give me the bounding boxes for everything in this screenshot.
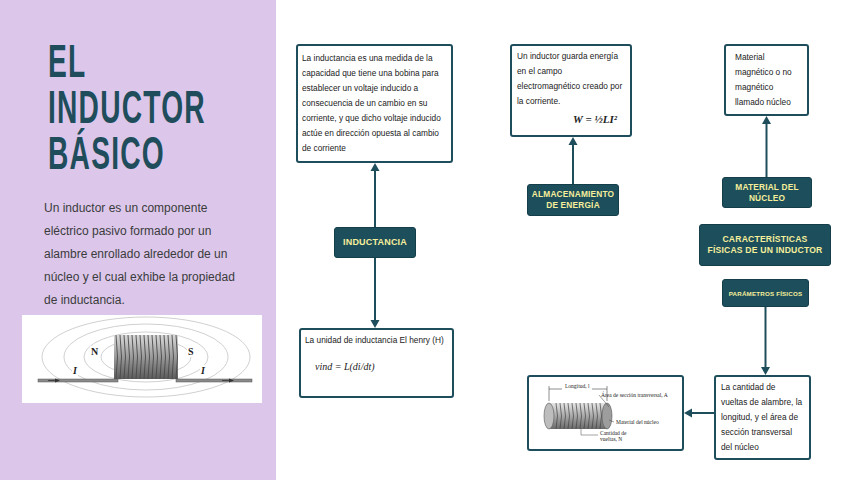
topic-box: MATERIAL DEL NÚCLEO: [722, 177, 812, 208]
box-text: ALMACENAMIENTO DE ENERGÍA: [532, 189, 614, 211]
arrow-head: [761, 367, 770, 375]
unit-box: La unidad de inductancia El henry (H) vin…: [299, 328, 454, 398]
box-text: La cantidad de vueltas de alambre, la lo…: [721, 380, 804, 455]
box-text: La unidad de inductancia El henry (H): [305, 333, 448, 348]
current-label: I: [72, 365, 78, 376]
topic-box: INDUCTANCIA: [334, 227, 416, 258]
connector-arrow: [371, 258, 380, 328]
pole-label: N: [90, 346, 99, 357]
connector-line: [572, 144, 574, 184]
side-panel: [0, 0, 276, 480]
arrow-head: [569, 137, 578, 145]
energy-box: Un inductor guarda energía en el campo e…: [510, 44, 632, 137]
connector-arrow: [762, 116, 771, 177]
formula-text: W = ½LI²: [517, 112, 617, 126]
box-text: INDUCTANCIA: [343, 237, 407, 248]
main-topic-box: CARACTERÍSTICAS FÍSICAS DE UN INDUCTOR: [699, 224, 831, 266]
core-box: Material magnético o no magnético llamad…: [724, 44, 809, 116]
connector-arrow: [569, 137, 578, 184]
figure-label: Área de sección transversal, A: [601, 392, 683, 398]
connector-line: [374, 258, 376, 321]
arrow-head: [762, 116, 771, 124]
box-text: La inductancia es una medida de la capac…: [302, 51, 445, 156]
arrow-head: [371, 163, 380, 171]
arrow-head: [371, 320, 380, 328]
connector-arrow: [371, 163, 380, 227]
pole-label: S: [187, 346, 195, 357]
description-text: Un inductor es un componente eléctrico p…: [44, 197, 249, 312]
parameters-box: La cantidad de vueltas de alambre, la lo…: [714, 375, 811, 460]
connector-line: [766, 123, 768, 177]
core-figure-box: Longitud, l Área de sección transversal, …: [527, 375, 684, 451]
box-text: Un inductor guarda energía en el campo e…: [517, 49, 625, 109]
inductor-illustration: [0, 0, 276, 480]
formula-text: vind = L(di/dt): [315, 360, 448, 374]
figure-label: Longitud, l: [565, 383, 605, 389]
figure-label: Cantidad de vueltas, N: [600, 430, 636, 442]
arrow-head: [684, 409, 692, 418]
connector-arrow: [761, 307, 770, 375]
subtopic-box: PARÁMETROS FÍSICOS: [722, 279, 809, 307]
box-text: MATERIAL DEL NÚCLEO: [727, 182, 807, 204]
connector-line: [374, 170, 376, 227]
current-label: I: [200, 365, 206, 376]
box-text: PARÁMETROS FÍSICOS: [729, 288, 803, 299]
figure-label: Material del núcleo: [616, 419, 676, 425]
box-text: Material magnético o no magnético llamad…: [735, 50, 801, 110]
page-title: EL INDUCTOR BÁSICO: [48, 38, 210, 176]
connector-line: [765, 307, 767, 368]
topic-box: ALMACENAMIENTO DE ENERGÍA: [527, 184, 619, 216]
connector-arrow: [684, 409, 714, 418]
definition-box: La inductancia es una medida de la capac…: [296, 44, 453, 163]
connector-line: [691, 412, 714, 414]
box-text: CARACTERÍSTICAS FÍSICAS DE UN INDUCTOR: [704, 234, 826, 256]
